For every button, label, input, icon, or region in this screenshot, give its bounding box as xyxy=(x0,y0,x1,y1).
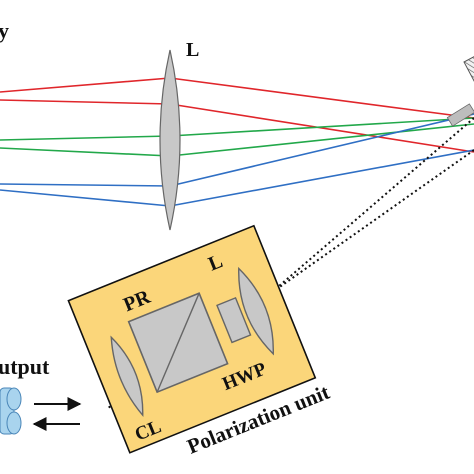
blue-beam-lower xyxy=(0,149,474,207)
red-beam-upper xyxy=(0,77,474,119)
beam-group xyxy=(0,77,474,207)
output-label: utput xyxy=(0,354,50,379)
prism xyxy=(127,292,229,394)
cylindrical-lens xyxy=(110,335,144,418)
fiber-output xyxy=(0,387,22,435)
green-beam-upper xyxy=(0,117,474,141)
lens-unit xyxy=(238,266,274,356)
blue-beam-upper xyxy=(0,113,474,187)
red-beam-lower xyxy=(0,99,474,153)
half-wave-plate xyxy=(216,296,252,344)
fragment-label-y: y xyxy=(0,18,9,43)
polarization-unit: PR L HWP CL Polarization unit xyxy=(67,224,333,459)
lens-top xyxy=(159,49,181,231)
grating-icon xyxy=(463,54,474,97)
grating-edge xyxy=(446,103,474,127)
lens-top-label: L xyxy=(186,39,199,61)
